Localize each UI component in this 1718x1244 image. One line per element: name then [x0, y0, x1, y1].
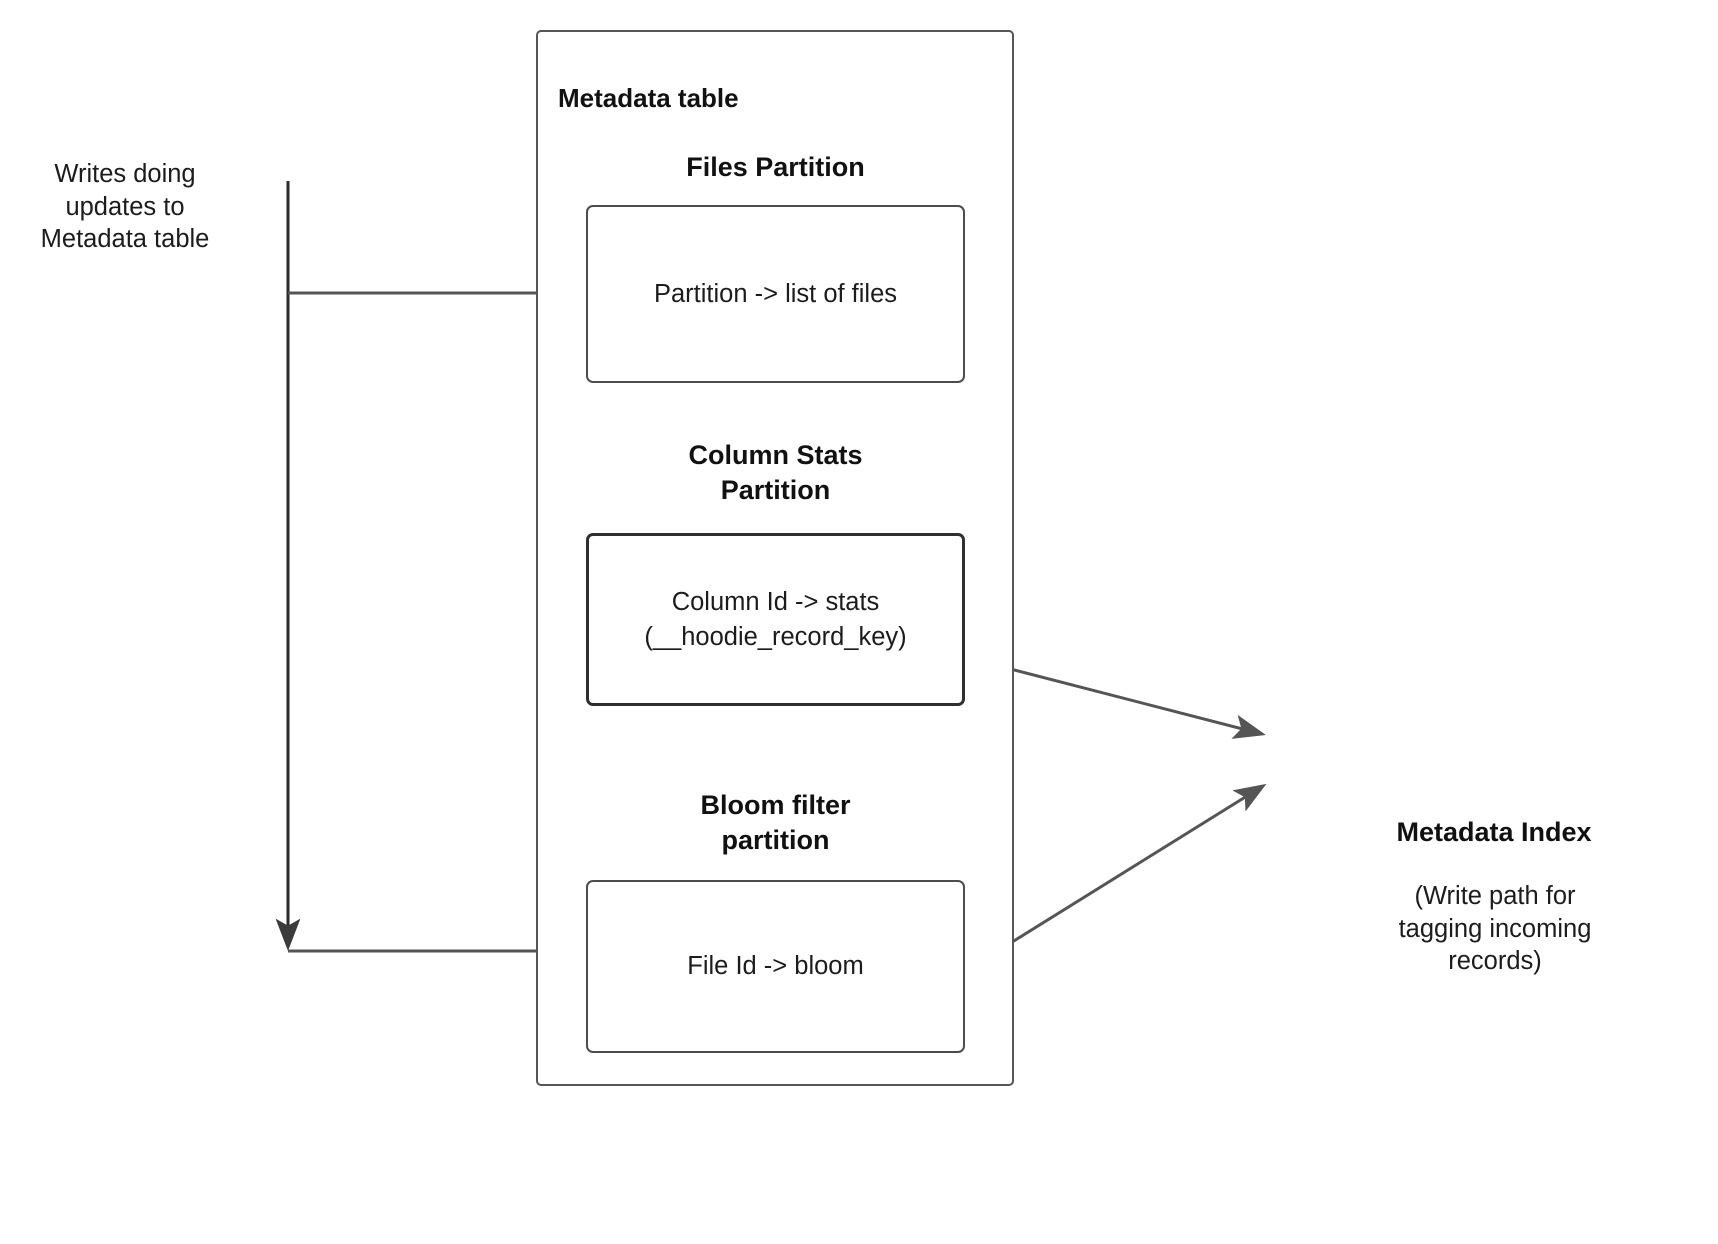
bloom-filter-partition-box: File Id -> bloom: [586, 880, 965, 1053]
files-partition-title: Files Partition: [686, 152, 865, 182]
files-partition-box: Partition -> list of files: [586, 205, 965, 383]
bloom-filter-partition-title: Bloom filter partition: [586, 788, 965, 857]
column-stats-box-line-1: Column Id -> stats: [671, 588, 880, 617]
bloom-filter-partition-title-line-1: Bloom filter: [700, 790, 851, 820]
column-stats-partition-title: Column Stats Partition: [586, 438, 965, 507]
column-stats-partition-title-line-1: Column Stats: [688, 440, 863, 470]
bloom-filter-box-label: File Id -> bloom: [687, 952, 864, 981]
column-stats-box-label: Column Id -> stats (__hoodie_record_key): [634, 585, 916, 653]
metadata-index-note-line-3: records): [1448, 947, 1542, 976]
writes-annotation-label: Writes doing updates to Metadata table: [40, 160, 210, 254]
metadata-table-title: Metadata table: [558, 83, 739, 113]
metadata-index-note: (Write path for tagging incoming records…: [1300, 880, 1690, 978]
metadata-index-title: Metadata Index: [1396, 817, 1592, 847]
files-partition-box-label: Partition -> list of files: [653, 279, 898, 308]
column-stats-box-line-2: (__hoodie_record_key): [644, 622, 907, 651]
bloom-filter-partition-title-line-2: partition: [721, 824, 830, 855]
column-stats-partition-title-line-2: Partition: [720, 474, 831, 505]
column-stats-partition-box: Column Id -> stats (__hoodie_record_key): [586, 533, 965, 706]
metadata-index-note-line-1: (Write path for: [1414, 882, 1576, 910]
metadata-index-note-line-2: tagging incoming: [1398, 914, 1592, 943]
